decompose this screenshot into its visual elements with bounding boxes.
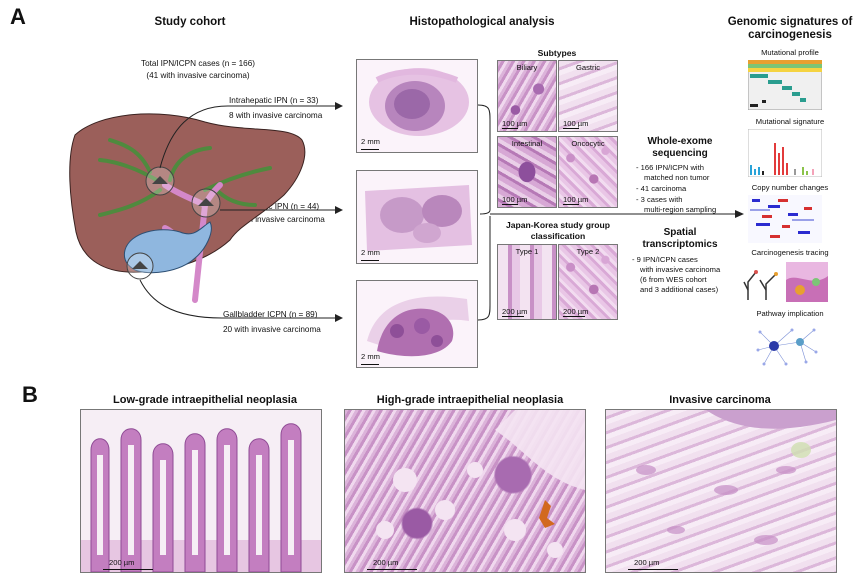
mutational-profile-label: Mutational profile	[761, 48, 819, 57]
subtype-scale-bar	[563, 203, 579, 205]
panel-a-label: A	[10, 4, 26, 29]
subtypes-title: Subtypes	[537, 48, 577, 58]
wes-line: - 41 carcinoma	[636, 184, 687, 193]
invasive-carcinoma-image: 200 µm	[605, 409, 837, 573]
low-grade-scale-label: 200 µm	[109, 558, 135, 567]
wsi-scale-bar	[361, 148, 379, 150]
subtype-oncocytic-image: Oncocytic 100 µm	[558, 136, 618, 208]
st-line: - 9 IPN/ICPN cases	[632, 255, 698, 264]
genomic-title-line2: carcinogenesis	[748, 29, 832, 41]
histo-title: Histopathological analysis	[409, 16, 555, 28]
subtype-scale-bar	[563, 127, 579, 129]
low-grade-scale-bar	[103, 568, 153, 570]
high-grade-scale-label: 200 µm	[373, 558, 399, 567]
st-line: with invasive carcinoma	[640, 265, 721, 274]
genomic-title-line1: Genomic signatures of	[727, 16, 853, 28]
carcinogenesis-tracing-label: Carcinogenesis tracing	[751, 248, 829, 257]
subtype-label: Gastric	[575, 63, 601, 72]
pathway-implication-label: Pathway implication	[756, 309, 824, 318]
type-label: Type 1	[515, 247, 539, 256]
subtype-label: Intestinal	[511, 139, 543, 148]
low-grade-image: 200 µm	[80, 409, 322, 573]
st-line: and 3 additional cases)	[640, 285, 719, 294]
type-scale-label: 200 µm	[563, 307, 589, 316]
mutational-profile-heatmap	[748, 60, 822, 110]
copy-number-label: Copy number changes	[751, 183, 829, 192]
high-grade-scale-bar	[367, 568, 417, 570]
low-grade-title: Low-grade intraepithelial neoplasia	[113, 394, 297, 406]
st-title-line1: Spatial	[663, 227, 697, 238]
mutational-signature-label: Mutational signature	[755, 117, 825, 126]
type-scale-label: 200 µm	[502, 307, 528, 316]
wsi-intrahepatic: 2 mm	[356, 59, 478, 153]
extrahepatic-sublabel: 13 with invasive carcinoma	[227, 215, 325, 224]
wsi-scale-label: 2 mm	[361, 248, 380, 257]
subtype-scale-label: 100 µm	[502, 119, 528, 128]
study-cohort-title: Study cohort	[154, 16, 226, 28]
high-grade-title: High-grade intraepithelial neoplasia	[376, 394, 564, 406]
wsi-gallbladder: 2 mm	[356, 280, 478, 368]
wes-line: - 3 cases with	[636, 195, 683, 204]
st-title-line2: transcriptomics	[642, 239, 718, 250]
subtype-scale-bar	[502, 203, 518, 205]
subtype-scale-label: 100 µm	[502, 195, 528, 204]
type-label: Type 2	[576, 247, 600, 256]
st-line: (6 from WES cohort	[640, 275, 707, 284]
liver-shape	[69, 113, 306, 273]
subtype-gastric-image: Gastric 100 µm	[558, 60, 618, 132]
type1-image: Type 1 200 µm	[497, 244, 557, 320]
total-cases-subtext: (41 with invasive carcinoma)	[146, 71, 250, 80]
jk-title-line2: classification	[530, 231, 586, 241]
wes-title-line1: Whole-exome	[647, 136, 713, 147]
high-grade-image: 200 µm	[344, 409, 586, 573]
subtype-biliary-image: Biliary 100 µm	[497, 60, 557, 132]
wes-line: - 166 IPN/ICPN with	[636, 163, 704, 172]
intrahepatic-label: Intrahepatic IPN (n = 33)	[229, 96, 319, 105]
type-scale-bar	[502, 315, 524, 317]
subtype-label: Biliary	[516, 63, 538, 72]
wsi-scale-label: 2 mm	[361, 352, 380, 361]
total-cases-text: Total IPN/ICPN cases (n = 166)	[141, 59, 255, 68]
wes-line: matched non tumor	[644, 173, 710, 182]
type2-image: Type 2 200 µm	[558, 244, 618, 320]
wes-line: multi-region sampling	[644, 205, 717, 214]
subtype-label: Oncocytic	[571, 139, 605, 148]
invasive-scale-bar	[628, 568, 678, 570]
panel-b-label: B	[22, 382, 38, 407]
wsi-extrahepatic: 2 mm	[356, 170, 478, 264]
invasive-scale-label: 200 µm	[634, 558, 660, 567]
jk-title-line1: Japan-Korea study group	[505, 220, 611, 230]
intrahepatic-sublabel: 8 with invasive carcinoma	[229, 111, 323, 120]
copy-number-heatmap	[748, 195, 822, 243]
wes-title-line2: sequencing	[652, 148, 708, 159]
wsi-scale-label: 2 mm	[361, 137, 380, 146]
wsi-scale-bar	[361, 363, 379, 365]
extrahepatic-label: Extrahepatic IPN (n = 44)	[227, 202, 320, 211]
gallbladder-sublabel: 20 with invasive carcinoma	[223, 325, 321, 334]
wsi-scale-bar	[361, 259, 379, 261]
gallbladder-label: Gallbladder ICPN (n = 89)	[223, 310, 318, 319]
invasive-title: Invasive carcinoma	[669, 394, 771, 406]
type-scale-bar	[563, 315, 585, 317]
subtype-scale-label: 100 µm	[563, 195, 589, 204]
carcinogenesis-tracing-image	[743, 262, 828, 302]
subtype-intestinal-image: Intestinal 100 µm	[497, 136, 557, 208]
gallbladder-shape	[123, 221, 212, 274]
subtype-scale-label: 100 µm	[563, 119, 589, 128]
subtype-scale-bar	[502, 127, 518, 129]
pathway-network-image	[756, 328, 818, 366]
mutational-signature-plot	[748, 129, 822, 177]
